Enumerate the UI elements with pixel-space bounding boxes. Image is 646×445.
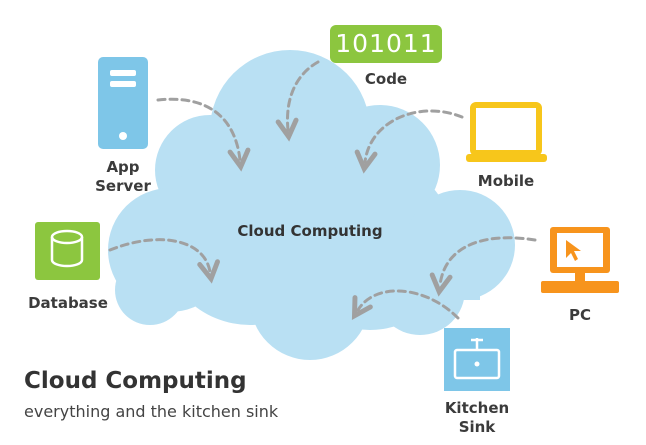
arrow-pc bbox=[429, 236, 537, 297]
pc-label: PC bbox=[568, 306, 591, 324]
app-server-label: App Server bbox=[83, 158, 163, 196]
caption-title: Cloud Computing bbox=[24, 368, 247, 394]
desktop-computer-icon bbox=[541, 227, 619, 293]
arrow-kitchen-sink bbox=[351, 289, 460, 321]
code-label: Code bbox=[364, 70, 408, 88]
caption-subtitle: everything and the kitchen sink bbox=[24, 402, 279, 421]
arrow-app-server bbox=[156, 97, 251, 172]
kitchen-sink-label-line2: Sink bbox=[458, 418, 496, 436]
binary-code-icon: 101011 bbox=[330, 25, 442, 63]
app-server-label-line2: Server bbox=[95, 177, 151, 195]
arrow-code bbox=[275, 60, 320, 142]
arrow-mobile bbox=[354, 109, 464, 174]
mobile-label: Mobile bbox=[477, 172, 535, 190]
sink-icon bbox=[444, 328, 510, 391]
laptop-icon bbox=[466, 102, 547, 162]
kitchen-sink-label-line1: Kitchen bbox=[444, 399, 510, 417]
server-icon bbox=[98, 57, 148, 149]
kitchen-sink-label: Kitchen Sink bbox=[437, 399, 517, 437]
cloud-label: Cloud Computing bbox=[237, 222, 383, 240]
database-icon bbox=[35, 222, 100, 280]
arrow-database bbox=[108, 238, 220, 284]
app-server-label-line1: App bbox=[106, 158, 140, 176]
database-label: Database bbox=[28, 294, 108, 312]
